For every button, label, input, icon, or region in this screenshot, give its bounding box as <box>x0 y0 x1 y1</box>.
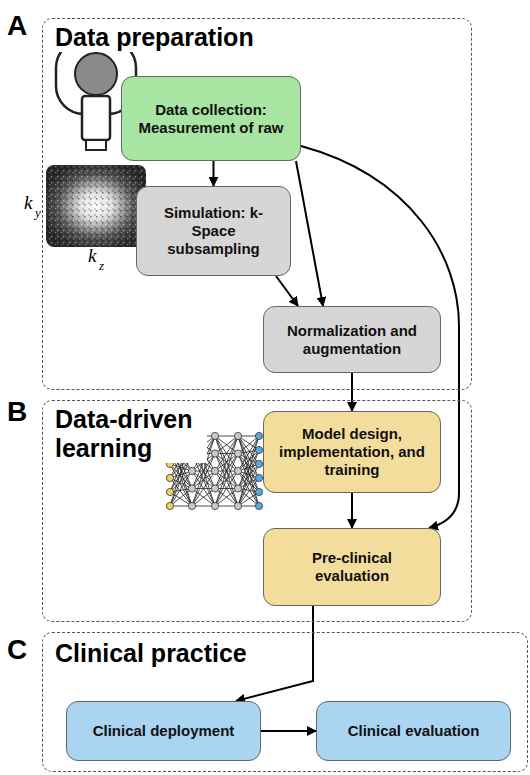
network-neuron <box>255 432 262 439</box>
network-neuron <box>211 467 218 474</box>
flow-arrow <box>276 276 298 306</box>
section-heading: Clinical practice <box>53 639 249 668</box>
network-neuron <box>255 502 262 509</box>
process-box: Data collection: Measurement of raw <box>121 76 301 161</box>
network-neuron <box>255 460 262 467</box>
network-neuron <box>211 502 218 509</box>
flow-arrow <box>296 161 323 306</box>
network-neuron <box>211 432 218 439</box>
process-box: Pre-clinical evaluation <box>263 528 441 606</box>
network-neuron <box>255 474 262 481</box>
network-neuron <box>166 474 173 481</box>
network-neuron <box>255 446 262 453</box>
network-neuron <box>188 485 195 492</box>
section-letter: C <box>7 635 27 665</box>
flow-arrow <box>351 373 353 411</box>
box-label: Data collection: Measurement of raw <box>132 101 290 137</box>
section-heading: Data-driven learning <box>53 405 207 463</box>
process-box: Model design, implementation, and traini… <box>263 411 441 493</box>
axis-label: k <box>88 245 96 266</box>
process-box: Simulation: k-Space subsampling <box>136 186 291 276</box>
process-box: Clinical deployment <box>66 701 261 761</box>
section-panel: AData preparationData collection: Measur… <box>42 18 472 390</box>
flow-arrow <box>351 493 353 528</box>
section-letter: A <box>7 11 27 41</box>
network-neuron <box>166 488 173 495</box>
process-box: Clinical evaluation <box>316 701 511 761</box>
section-letter: B <box>7 397 27 427</box>
network-neuron <box>188 502 195 509</box>
box-label: Normalization and augmentation <box>274 322 430 358</box>
network-neuron <box>234 502 241 509</box>
network-neuron <box>211 485 218 492</box>
flow-arrow <box>213 161 215 186</box>
axis-label: k <box>24 192 32 213</box>
network-neuron <box>234 432 241 439</box>
axis-label: z <box>99 258 104 273</box>
process-box: Normalization and augmentation <box>263 306 441 373</box>
box-label: Clinical evaluation <box>348 722 480 740</box>
flow-arrow <box>261 730 316 732</box>
network-link <box>215 454 238 507</box>
network-neuron <box>234 450 241 457</box>
section-panel: CClinical practiceClinical deploymentCli… <box>42 632 528 772</box>
k-space-image <box>46 165 146 247</box>
box-label: Clinical deployment <box>93 722 235 740</box>
network-neuron <box>188 467 195 474</box>
network-link <box>192 489 215 507</box>
network-neuron <box>255 488 262 495</box>
network-neuron <box>234 485 241 492</box>
network-neuron <box>234 467 241 474</box>
network-link <box>215 489 238 507</box>
box-label: Model design, implementation, and traini… <box>274 425 430 479</box>
network-neuron <box>211 450 218 457</box>
section-panel: BData-driven learningModel design, imple… <box>42 400 472 622</box>
section-heading: Data preparation <box>53 23 256 52</box>
box-label: Simulation: k-Space subsampling <box>147 204 280 258</box>
axis-label: y <box>35 205 41 220</box>
box-label: Pre-clinical evaluation <box>274 549 430 585</box>
network-neuron <box>166 502 173 509</box>
